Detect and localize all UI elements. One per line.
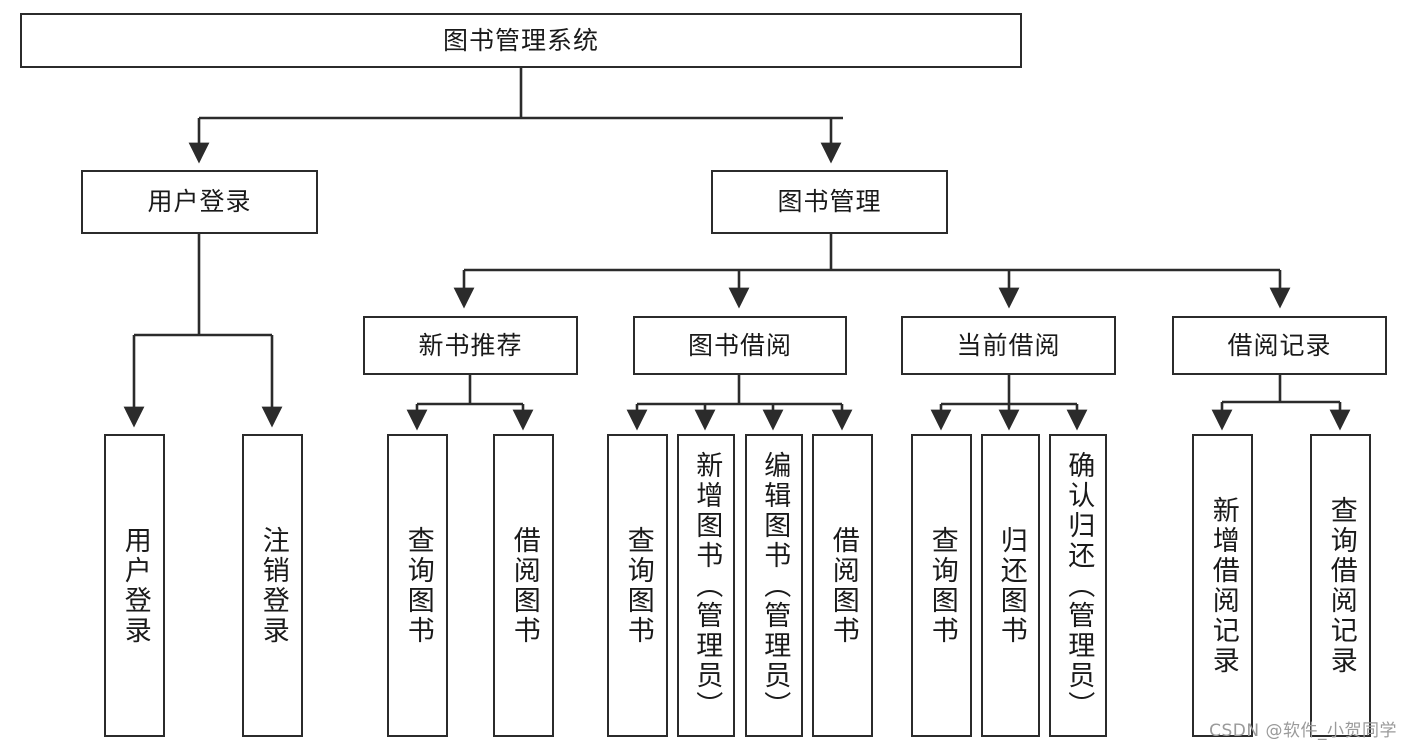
leaf-bb-edit-book-admin-label: 编辑图书（管理员）: [759, 450, 791, 721]
leaf-cb-query-book-label: 查询图书: [926, 525, 958, 646]
leaf-cb-confirm-return-admin[interactable]: 确认归还（管理员）: [1049, 434, 1107, 737]
leaf-nb-borrow-book-label: 借阅图书: [508, 525, 540, 646]
leaf-bb-borrow-book-label: 借阅图书: [827, 525, 859, 646]
leaf-cb-return-book[interactable]: 归还图书: [981, 434, 1040, 737]
leaf-cb-query-book[interactable]: 查询图书: [911, 434, 972, 737]
leaf-br-query-record-label: 查询借阅记录: [1325, 495, 1357, 676]
node-current-borrow[interactable]: 当前借阅: [901, 316, 1116, 375]
node-new-book-recommend[interactable]: 新书推荐: [363, 316, 578, 375]
leaf-nb-borrow-book[interactable]: 借阅图书: [493, 434, 554, 737]
leaf-logout[interactable]: 注销登录: [242, 434, 303, 737]
leaf-user-login[interactable]: 用户登录: [104, 434, 165, 737]
leaf-nb-query-book[interactable]: 查询图书: [387, 434, 448, 737]
node-root-label: 图书管理系统: [442, 25, 599, 55]
leaf-br-query-record[interactable]: 查询借阅记录: [1310, 434, 1371, 737]
leaf-br-add-record-label: 新增借阅记录: [1207, 495, 1239, 676]
leaf-user-login-label: 用户登录: [119, 525, 151, 646]
node-borrow-record[interactable]: 借阅记录: [1172, 316, 1387, 375]
node-book-management-label: 图书管理: [777, 187, 882, 217]
leaf-logout-label: 注销登录: [257, 525, 289, 646]
leaf-bb-edit-book-admin[interactable]: 编辑图书（管理员）: [745, 434, 803, 737]
node-book-borrow[interactable]: 图书借阅: [633, 316, 847, 375]
leaf-bb-borrow-book[interactable]: 借阅图书: [812, 434, 873, 737]
node-book-borrow-label: 图书借阅: [687, 330, 792, 360]
leaf-cb-confirm-return-admin-label: 确认归还（管理员）: [1063, 450, 1095, 721]
watermark-csdn: CSDN @软件_小贺同学: [1209, 721, 1397, 741]
node-new-book-recommend-label: 新书推荐: [418, 330, 523, 360]
node-current-borrow-label: 当前借阅: [956, 330, 1061, 360]
node-book-management[interactable]: 图书管理: [711, 170, 948, 234]
node-user-login[interactable]: 用户登录: [81, 170, 318, 234]
leaf-cb-return-book-label: 归还图书: [995, 525, 1027, 646]
node-root-book-management-system[interactable]: 图书管理系统: [20, 13, 1022, 68]
node-user-login-label: 用户登录: [147, 187, 252, 217]
leaf-bb-query-book[interactable]: 查询图书: [607, 434, 668, 737]
leaf-bb-add-book-admin[interactable]: 新增图书（管理员）: [677, 434, 735, 737]
leaf-bb-query-book-label: 查询图书: [622, 525, 654, 646]
leaf-nb-query-book-label: 查询图书: [402, 525, 434, 646]
leaf-br-add-record[interactable]: 新增借阅记录: [1192, 434, 1253, 737]
leaf-bb-add-book-admin-label: 新增图书（管理员）: [691, 450, 723, 721]
node-borrow-record-label: 借阅记录: [1227, 330, 1332, 360]
